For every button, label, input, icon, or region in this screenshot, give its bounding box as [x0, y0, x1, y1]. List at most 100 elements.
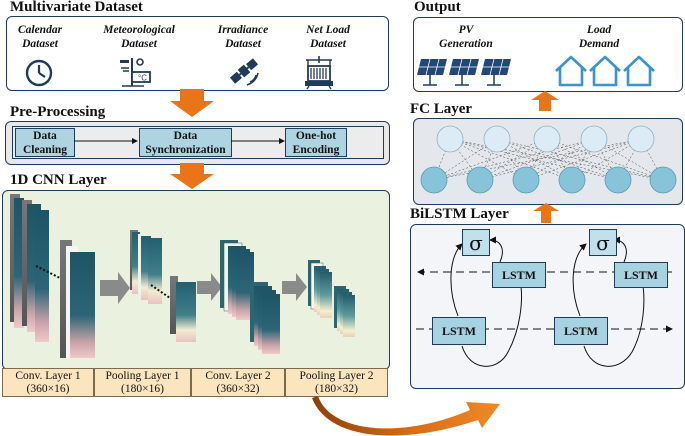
calendar-dataset-line1: Calendar: [17, 24, 63, 36]
pooling-layer-1-maps: [130, 230, 196, 342]
conv2-caption-dims: (360×32): [216, 383, 260, 395]
conv-layer-1-caption: Conv. Layer 1 (360×16): [2, 368, 94, 397]
svg-text:°C: °C: [138, 74, 147, 83]
clock-icon: [25, 59, 53, 87]
one-hot-line1: One-hot: [295, 129, 337, 142]
house-icon: [555, 55, 655, 87]
fc-top-node-3: [533, 125, 561, 153]
fc-bottom-node-4: [558, 166, 586, 194]
data-sync-line2: Synchronization: [145, 143, 226, 156]
pool1-caption-dims: (180×16): [121, 383, 164, 395]
pooling-layer-2-maps: [308, 260, 355, 337]
pool1-caption-name: Pooling Layer 1: [105, 370, 180, 382]
load-demand-label: Load Demand: [563, 23, 635, 51]
conv2-caption-name: Conv. Layer 2: [205, 370, 271, 382]
fc-connection: [433, 138, 595, 181]
fc-connection: [433, 138, 642, 181]
fc-connection: [449, 138, 619, 181]
output-title: Output: [414, 0, 461, 15]
conv1-map-4: [70, 252, 95, 358]
fc-connection: [525, 138, 642, 181]
down-arrow-icon: [170, 89, 214, 117]
conv1-map-3: [35, 210, 49, 342]
pv-generation-line2: Generation: [439, 38, 493, 50]
conv-layer-1-maps: [10, 194, 95, 358]
data-sync-line1: Data: [173, 129, 198, 142]
irradiance-dataset-label: Irradiance Dataset: [208, 23, 278, 51]
output-panel: [413, 17, 683, 92]
pool2-caption-dims: (180×32): [315, 383, 358, 395]
cnn-layer-title: 1D CNN Layer: [10, 172, 107, 188]
pv-generation-line1: PV: [458, 24, 474, 36]
meteorological-dataset-line1: Meteorological: [103, 24, 175, 36]
one-hot-line2: Encoding: [292, 143, 340, 156]
net-load-dataset-label: Net Load Dataset: [296, 23, 360, 51]
solar-panel-icon: [417, 58, 511, 86]
gray-arrow-icon: [282, 273, 307, 301]
lstm-backward-1: LSTM: [492, 262, 546, 288]
lstm-backward-2: LSTM: [614, 262, 668, 288]
data-cleaning-line2: Cleaning: [22, 143, 68, 156]
fc-bottom-node-5: [604, 166, 632, 194]
fc-layer-title: FC Layer: [410, 101, 473, 117]
conv1-map-1: [14, 198, 24, 328]
lstm-forward-1: LSTM: [432, 317, 486, 345]
fc-connection: [496, 138, 619, 181]
gray-arrow-icon: [197, 273, 222, 301]
fc-top-node-5: [627, 125, 655, 153]
meteorological-dataset-label: Meteorological Dataset: [91, 23, 187, 51]
fc-connection: [496, 138, 664, 181]
down-arrow-icon: [170, 163, 214, 189]
fc-bottom-node-1: [420, 166, 448, 194]
data-cleaning-line1: Data: [33, 129, 57, 142]
load-demand-line1: Load: [586, 24, 612, 36]
gray-arrow-icon: [100, 272, 130, 304]
fc-top-node-1: [436, 125, 464, 153]
conv1-caption-name: Conv. Layer 1: [15, 370, 81, 382]
sigma-box-left: σ: [462, 229, 490, 256]
up-arrow-icon: [531, 91, 559, 111]
fc-top-node-2: [483, 125, 511, 153]
preprocessing-title: Pre-Processing: [10, 104, 106, 120]
calendar-dataset-line2: Dataset: [22, 38, 58, 50]
fc-top-node-4: [580, 125, 608, 153]
conv1-caption-dims: (360×16): [26, 383, 70, 395]
fc-bottom-node-6: [649, 166, 677, 194]
multivariate-dataset-title: Multivariate Dataset: [10, 0, 143, 15]
fc-bottom-node-3: [512, 166, 540, 194]
bilstm-layer-title: BiLSTM Layer: [410, 206, 509, 222]
pooling-layer-1-caption: Pooling Layer 1 (180×16): [94, 368, 191, 397]
bilstm-layer-panel: [410, 224, 685, 389]
weather-station-icon: °C: [120, 58, 151, 87]
sync-to-encoding-arrow: [231, 138, 285, 144]
fc-connection: [433, 138, 548, 181]
calendar-dataset-label: Calendar Dataset: [8, 23, 72, 51]
net-load-dataset-line1: Net Load: [306, 24, 350, 36]
fc-bottom-node-2: [466, 166, 494, 194]
pv-generation-label: PV Generation: [433, 23, 499, 51]
pool2-caption-name: Pooling Layer 2: [299, 370, 374, 382]
meteorological-dataset-line2: Dataset: [121, 38, 157, 50]
up-arrow-icon: [533, 203, 559, 223]
irradiance-dataset-line2: Dataset: [225, 38, 261, 50]
fc-connection: [449, 138, 573, 181]
sigma-box-right: σ: [589, 229, 617, 256]
conv-layer-2-maps: [220, 240, 280, 354]
irradiance-dataset-line1: Irradiance: [217, 24, 269, 36]
fc-connection: [546, 138, 619, 181]
transformer-icon: [305, 56, 333, 90]
load-demand-line2: Demand: [578, 38, 620, 50]
satellite-icon: [229, 58, 259, 86]
fc-connection: [479, 138, 595, 181]
pooling-layer-2-caption: Pooling Layer 2 (180×32): [285, 368, 388, 397]
conv-layer-2-caption: Conv. Layer 2 (360×32): [191, 368, 285, 397]
cleaning-to-sync-arrow: [74, 138, 138, 144]
lstm-forward-2: LSTM: [554, 317, 608, 345]
